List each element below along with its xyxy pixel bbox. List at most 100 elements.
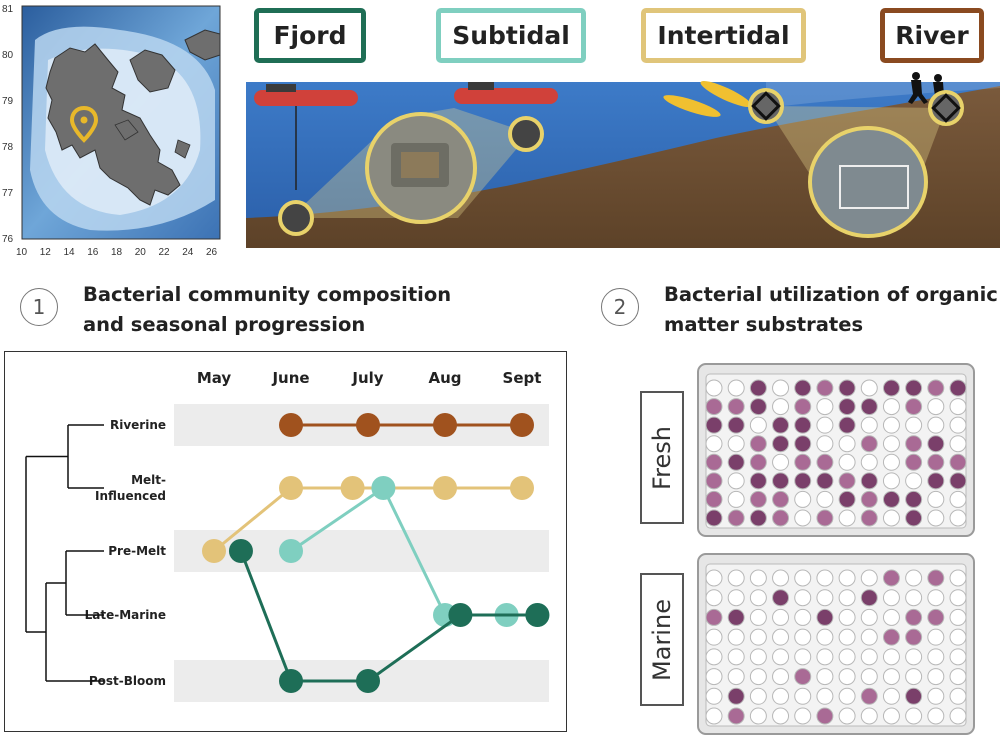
plate-well	[749, 379, 767, 397]
habitat-label-intertidal: Intertidal	[641, 8, 806, 63]
plate-well	[949, 608, 967, 626]
plate-well	[949, 416, 967, 434]
plate-well	[949, 379, 967, 397]
plate-well	[772, 687, 790, 705]
data-point	[279, 539, 303, 563]
plate-well	[749, 416, 767, 434]
plate-well	[838, 628, 856, 646]
plate-well	[882, 398, 900, 416]
plate-well	[727, 628, 745, 646]
plate-well	[772, 416, 790, 434]
plate-well	[794, 435, 812, 453]
plate-well	[838, 379, 856, 397]
plate-well	[816, 435, 834, 453]
row-label: Riverine	[110, 418, 166, 432]
plate-well	[838, 687, 856, 705]
plate-well	[794, 589, 812, 607]
map-lon-tick: 26	[206, 247, 218, 258]
data-point	[433, 413, 457, 437]
map-lon-tick: 10	[16, 247, 28, 258]
plate-well	[927, 687, 945, 705]
map-lat-tick: 78	[2, 142, 14, 153]
plate-well	[727, 490, 745, 508]
plate-well	[749, 608, 767, 626]
section-number-1: 1	[20, 288, 58, 326]
plate-well	[749, 648, 767, 666]
month-tick-label: July	[351, 369, 383, 387]
plate-well	[838, 398, 856, 416]
data-point	[228, 539, 253, 563]
map-lon-tick: 12	[40, 247, 52, 258]
data-point	[510, 413, 534, 437]
plate-well	[905, 668, 923, 686]
plate-well	[772, 379, 790, 397]
plate-well	[860, 435, 878, 453]
plate-well	[882, 453, 900, 471]
plate-well	[949, 569, 967, 587]
plate-well	[749, 687, 767, 705]
plate-well	[794, 416, 812, 434]
plate-well	[772, 398, 790, 416]
map-lon-tick: 22	[159, 247, 171, 258]
plate-well	[816, 472, 834, 490]
plate-well	[905, 472, 923, 490]
map-lat-tick: 79	[2, 96, 14, 107]
plate-well	[705, 509, 723, 527]
plate-well	[727, 668, 745, 686]
plate-well	[749, 668, 767, 686]
plate-well	[794, 608, 812, 626]
plate-well	[705, 648, 723, 666]
data-point	[279, 413, 303, 437]
plate-well	[949, 435, 967, 453]
plate-well	[794, 648, 812, 666]
plate-well	[749, 628, 767, 646]
plate-well	[949, 398, 967, 416]
plate-well	[772, 472, 790, 490]
plate-well	[927, 398, 945, 416]
plate-well	[794, 707, 812, 725]
plate-well	[860, 509, 878, 527]
plate-well	[949, 490, 967, 508]
plate-well	[705, 608, 723, 626]
plate-well	[727, 707, 745, 725]
kayak-icon	[663, 80, 752, 117]
plate-well	[882, 707, 900, 725]
plate-well	[882, 416, 900, 434]
plate-well	[882, 668, 900, 686]
plate-well	[816, 668, 834, 686]
row-label: Melt-	[131, 473, 166, 487]
plate-well	[705, 379, 723, 397]
plate-well	[905, 648, 923, 666]
data-point	[356, 669, 380, 693]
plate-well	[705, 628, 723, 646]
plate-well	[749, 707, 767, 725]
row-label: Pre-Melt	[108, 544, 166, 558]
plate-well	[816, 608, 834, 626]
plate-well	[927, 707, 945, 725]
plate-well	[749, 490, 767, 508]
plate-well	[794, 379, 812, 397]
plate-well	[705, 453, 723, 471]
plate-well	[705, 472, 723, 490]
plate-well	[905, 687, 923, 705]
plate-well	[927, 589, 945, 607]
plate-well	[816, 707, 834, 725]
plate-well	[927, 509, 945, 527]
plate-well	[838, 648, 856, 666]
section-number-2: 2	[601, 288, 639, 326]
plate-well	[927, 668, 945, 686]
plate-well	[772, 608, 790, 626]
plate-well	[882, 472, 900, 490]
plate-well	[749, 589, 767, 607]
plate-well	[749, 398, 767, 416]
plate-well	[927, 472, 945, 490]
plate-well	[905, 707, 923, 725]
plate-label-marine: Marine	[640, 573, 684, 706]
map-lat-tick: 81	[2, 4, 14, 15]
chart-frame	[4, 351, 567, 732]
section-title-1: Bacterial community composition and seas…	[83, 283, 452, 336]
map-lon-tick: 20	[135, 247, 147, 258]
habitat-label-fjord: Fjord	[254, 8, 366, 63]
plate-well	[727, 608, 745, 626]
